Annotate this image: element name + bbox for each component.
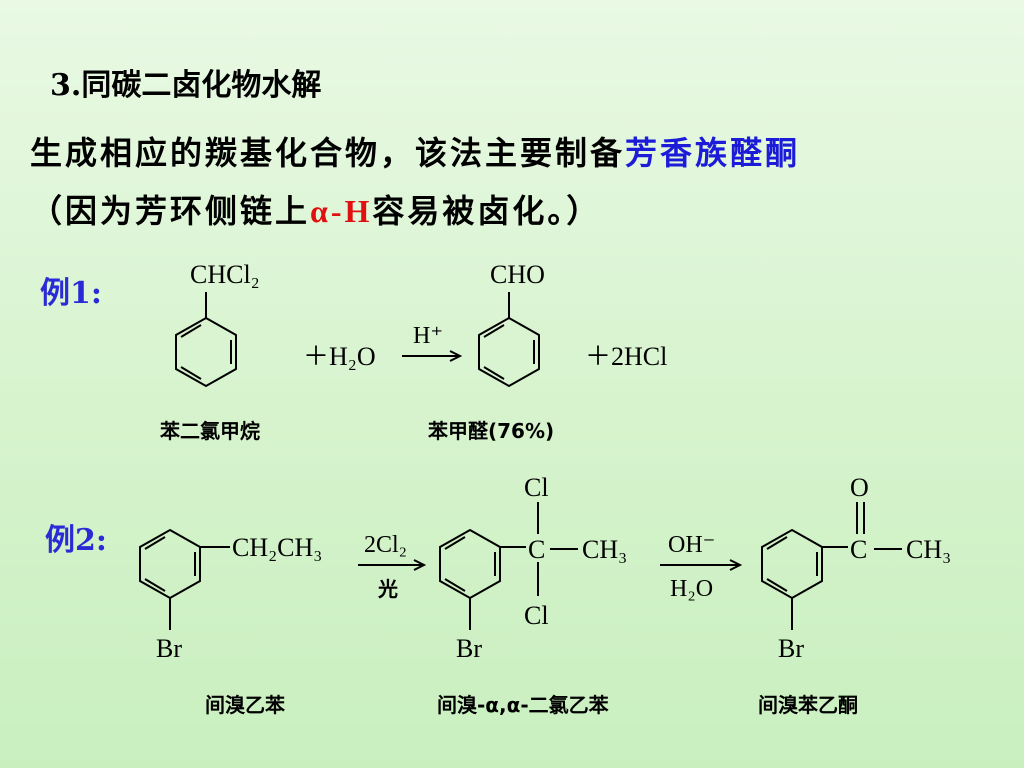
- benzene-ring-reactant-2: [139, 528, 230, 630]
- light-condition: 光: [377, 577, 398, 601]
- br-mid: Br: [456, 634, 482, 663]
- intro-text-3: 容易被卤化。）: [372, 192, 602, 230]
- carbon-center: C: [528, 535, 545, 564]
- benzene-ring-reactant-1: [175, 292, 237, 388]
- hcl-byproduct: ＋2HCl: [585, 342, 667, 371]
- intermediate-name: 间溴-α,α-二氯乙苯: [437, 693, 609, 717]
- benzene-ring-intermediate: [439, 502, 578, 630]
- intro-highlight-aromatic: 芳香族醛酮: [625, 134, 801, 172]
- reactant-1-name: 苯二氯甲烷: [159, 419, 260, 443]
- chlorine-reagent: 2Cl₂: [364, 532, 407, 558]
- arrow-1: [402, 350, 463, 362]
- product-2-name: 间溴苯乙酮: [758, 693, 858, 717]
- alpha-h-highlight: α-H: [310, 193, 373, 229]
- benzene-ring-product-1: [478, 292, 540, 388]
- water-solvent: H₂O: [670, 576, 713, 602]
- chcl2-group: CHCl₂: [190, 260, 260, 289]
- br-product: Br: [778, 634, 804, 663]
- cho-group: CHO: [490, 260, 545, 289]
- intro-text-2: （因为芳环侧链上: [30, 192, 311, 230]
- benzene-ring-product-2: [761, 502, 902, 630]
- cl-bottom: Cl: [524, 601, 549, 630]
- oxygen-carbonyl: O: [850, 473, 869, 502]
- example-1-label: 例1:: [40, 276, 102, 311]
- slide-title: 3.同碳二卤化物水解: [50, 68, 322, 103]
- cl-top: Cl: [524, 473, 549, 502]
- example-2-label: 例2:: [45, 523, 107, 558]
- product-1-name: 苯甲醛(76%): [427, 419, 554, 443]
- methyl-product: CH₃: [906, 535, 951, 564]
- intro-text: 生成相应的羰基化合物，该法主要制备: [30, 134, 626, 172]
- acid-catalyst: H⁺: [413, 323, 443, 349]
- arrow-2b: [660, 559, 743, 571]
- intro-line-2: （因为芳环侧链上α-H容易被卤化。）: [30, 186, 601, 232]
- hydroxide-reagent: OH⁻: [668, 532, 715, 558]
- water-reagent: ＋H₂O: [303, 342, 376, 371]
- carbonyl-carbon: C: [850, 535, 867, 564]
- intro-line-1: 生成相应的羰基化合物，该法主要制备芳香族醛酮: [30, 128, 800, 174]
- reactant-2-name: 间溴乙苯: [205, 693, 285, 717]
- br-reactant: Br: [156, 634, 182, 663]
- methyl-mid: CH₃: [582, 535, 627, 564]
- arrow-2a: [358, 559, 427, 571]
- ethyl-group: CH₂CH₃: [232, 533, 322, 562]
